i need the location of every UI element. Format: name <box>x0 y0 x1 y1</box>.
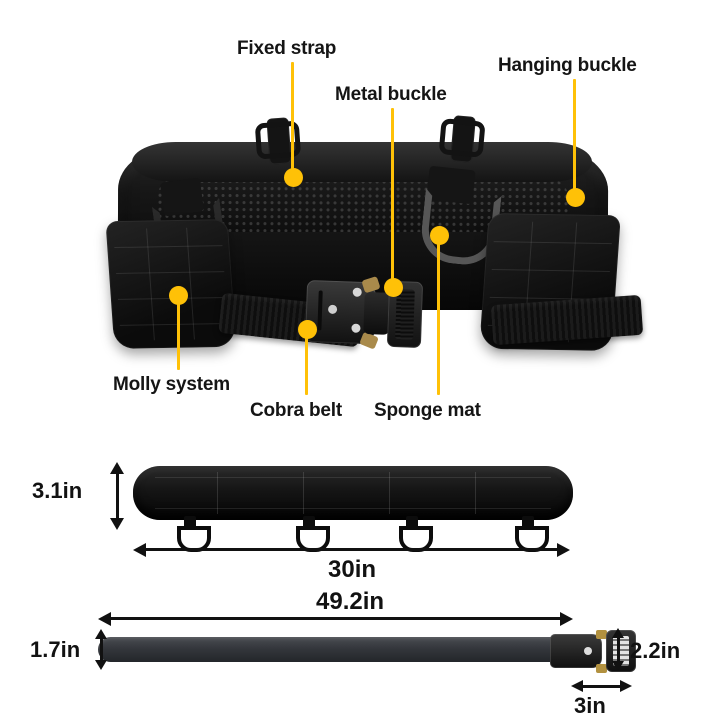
arrowhead-belt-length-left <box>98 612 111 626</box>
molle-pouch-left <box>105 219 237 349</box>
leader-line-fixed-strap <box>291 62 294 176</box>
arrowhead-buckle-width-left <box>571 680 583 692</box>
fixed-strap-loop-right <box>450 115 476 163</box>
callout-dot-molly-system <box>169 286 188 305</box>
fixed-strap-loop-left <box>266 117 292 165</box>
callout-label-hanging-buckle: Hanging buckle <box>498 55 637 76</box>
callout-dot-hanging-buckle <box>566 188 585 207</box>
callout-label-molly-system: Molly system <box>113 374 230 395</box>
padded-molle-belt-illustration <box>92 115 644 368</box>
dimension-label-pad-height: 3.1in <box>32 478 83 503</box>
belt-top-lip <box>132 142 592 182</box>
callout-dot-cobra-belt <box>298 320 317 339</box>
callout-dot-metal-buckle <box>384 278 403 297</box>
dimension-label-belt-width: 1.7in <box>30 637 81 662</box>
callout-label-fixed-strap: Fixed strap <box>237 38 337 59</box>
arrowhead-pad-length-right <box>557 543 570 557</box>
leader-line-metal-buckle <box>391 108 394 286</box>
arrowhead-belt-width-down <box>95 660 107 670</box>
pad-d-ring-3 <box>399 516 433 552</box>
arrowhead-buckle-height-up <box>612 628 624 638</box>
dimension-arrow-buckle-height <box>617 637 620 663</box>
dimension-label-pad-length: 30in <box>328 556 377 583</box>
arrowhead-pad-height-down <box>110 518 124 530</box>
inner-belt-strap-illustration <box>98 630 636 673</box>
dimension-arrow-pad-length <box>145 548 559 551</box>
dimension-label-buckle-width: 3in <box>574 693 606 718</box>
callout-dot-sponge-mat <box>430 226 449 245</box>
dimension-arrow-belt-width <box>100 638 103 662</box>
leader-line-hanging-buckle <box>573 79 576 197</box>
arrowhead-pad-height-up <box>110 462 124 474</box>
dimension-label-buckle-height: 2.2in <box>630 638 681 663</box>
pad-d-ring-2 <box>296 516 330 552</box>
callout-label-cobra-belt: Cobra belt <box>250 400 342 421</box>
leader-line-cobra-belt <box>305 335 308 395</box>
callout-label-sponge-mat: Sponge mat <box>374 400 481 421</box>
arrowhead-belt-width-up <box>95 629 107 639</box>
arrowhead-buckle-width-right <box>620 680 632 692</box>
leader-line-molly-system <box>177 300 180 370</box>
arrowhead-pad-length-left <box>133 543 146 557</box>
flat-belt-pad-illustration <box>133 466 573 552</box>
dimension-label-belt-length: 49.2in <box>316 588 385 615</box>
callout-label-metal-buckle: Metal buckle <box>335 84 447 105</box>
cobra-buckle-detail <box>550 630 638 673</box>
pad-d-ring-4 <box>515 516 549 552</box>
dimension-arrow-belt-length <box>110 617 562 620</box>
cobra-buckle-main <box>304 274 426 352</box>
leader-line-sponge-mat <box>437 238 440 395</box>
dimension-arrow-pad-height <box>116 472 119 520</box>
dimension-arrow-buckle-width <box>582 685 622 688</box>
arrowhead-buckle-height-down <box>612 661 624 671</box>
pad-d-ring-1 <box>177 516 211 552</box>
arrowhead-belt-length-right <box>560 612 573 626</box>
callout-dot-fixed-strap <box>284 168 303 187</box>
